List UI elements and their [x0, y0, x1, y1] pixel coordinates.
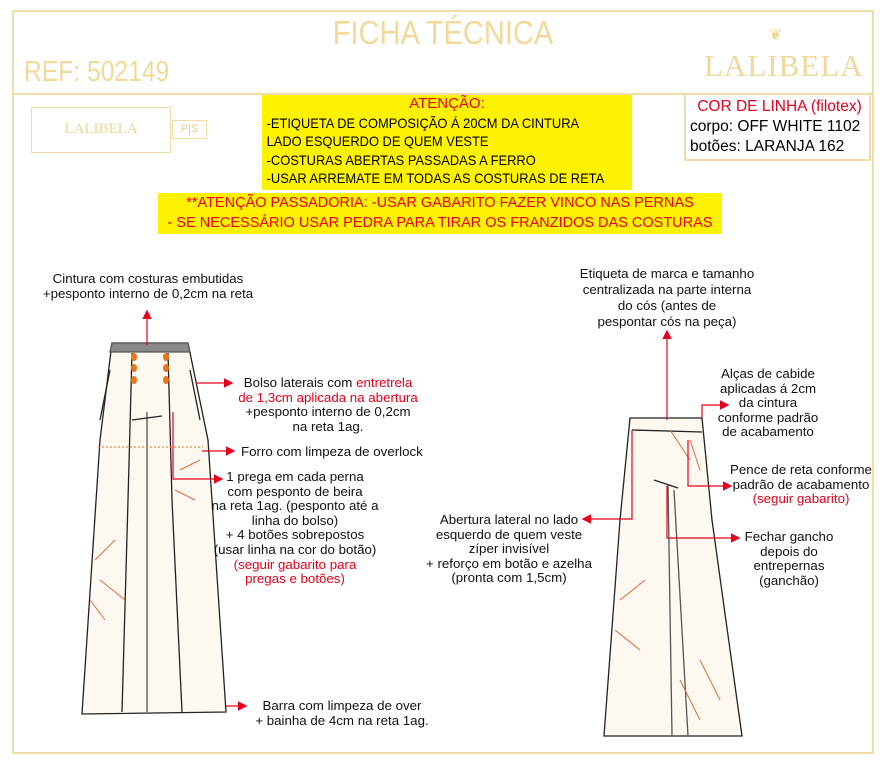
- bee-logo-icon: ❦: [769, 27, 783, 44]
- note-line: + reforço em botão e azelha: [426, 555, 592, 571]
- page-title: FICHA TÉCNICA: [332, 14, 554, 51]
- ironing-box: **ATENÇÃO PASSADORIA: -USAR GABARITO FAZ…: [158, 193, 722, 234]
- header-divider: [12, 93, 874, 95]
- note-side-opening: Abertura lateral no lado esquerdo de que…: [413, 512, 605, 586]
- attention-line: -ETIQUETA DE COMPOSIÇÃO Á 20CM DA CINTUR…: [266, 114, 580, 131]
- note-dart: Pence de reta conforme padrão de acabame…: [728, 462, 874, 507]
- note-crotch: Fechar gancho depois do entrepernas (gan…: [738, 529, 840, 588]
- brand-logo: LALIBELA: [704, 48, 864, 83]
- note-line: Etiqueta de marca e tamanho: [579, 266, 755, 281]
- back-pants-drawing: [603, 417, 743, 737]
- note-waist: Cintura com costuras embutidas +pesponto…: [40, 271, 256, 301]
- size-label: P|S: [172, 120, 207, 139]
- ironing-line: - SE NECESSÁRIO USAR PEDRA PARA TIRAR OS…: [167, 215, 713, 231]
- reference-code: REF: 502149: [24, 56, 170, 88]
- note-line: + bainha de 4cm na reta 1ag.: [255, 712, 429, 728]
- note-line: linha do bolso): [251, 512, 339, 528]
- note-line: zíper invisível: [468, 541, 550, 557]
- attention-line: LADO ESQUERDO DE QUEM VESTE: [266, 133, 489, 149]
- front-pants-drawing: [81, 342, 227, 715]
- thread-body: corpo: OFF WHITE 1102: [690, 118, 861, 135]
- note-line: Abertura lateral no lado: [439, 512, 579, 527]
- note-text: Bolso laterais com: [243, 375, 357, 390]
- note-text-red: entretrela: [356, 375, 413, 390]
- note-line: +pesponto interno de 0,2cm na reta: [42, 285, 254, 301]
- note-line: (usar linha na cor do botão): [213, 541, 377, 557]
- note-line: padrão de acabamento: [732, 476, 870, 492]
- coral-print-icon: [614, 429, 721, 721]
- note-line: Barra com limpeza de over: [262, 698, 422, 713]
- note-line-red: de 1,3cm aplicada na abertura: [238, 389, 418, 405]
- note-hem: Barra com limpeza de over + bainha de 4c…: [246, 698, 438, 728]
- buttons-icon: [131, 353, 169, 384]
- note-line: aplicadas á 2cm: [719, 380, 817, 396]
- frame: [12, 10, 874, 754]
- attention-line: -COSTURAS ABERTAS PASSADAS A FERRO: [266, 151, 536, 168]
- note-lining: Forro com limpeza de overlock: [241, 444, 423, 459]
- note-line: Bolso laterais com entretrela: [228, 375, 428, 391]
- note-line: entrepernas: [753, 558, 825, 574]
- note-line: pespontar cós na peça): [597, 314, 737, 329]
- note-hanger-loops: Alças de cabide aplicadas á 2cm da cintu…: [712, 366, 824, 440]
- thread-color-box: COR DE LINHA (filotex) corpo: OFF WHITE …: [684, 95, 871, 161]
- note-line-red: (seguir gabarito): [752, 491, 850, 507]
- brand-label-text: LALIBELA: [64, 121, 138, 137]
- note-line: com pesponto de beira: [227, 483, 363, 499]
- note-line: Fechar gancho: [744, 529, 834, 544]
- attention-box: ATENÇÃO: -ETIQUETA DE COMPOSIÇÃO Á 20CM …: [262, 95, 632, 190]
- coral-print-icon: [89, 459, 201, 621]
- note-line: (pronta com 1,5cm): [451, 570, 567, 586]
- note-line: esquerdo de quem veste: [435, 526, 583, 542]
- attention-title: ATENÇÃO:: [409, 95, 485, 112]
- note-line: (ganchão): [759, 572, 819, 588]
- note-line: + 4 botões sobrepostos: [225, 527, 365, 543]
- note-line: centralizada na parte interna: [582, 282, 752, 297]
- note-line: conforme padrão: [717, 409, 819, 425]
- note-line: do cós (antes de: [617, 298, 717, 313]
- thread-title: COR DE LINHA (filotex): [697, 98, 862, 115]
- annotation-arrows: [142, 309, 741, 711]
- note-line: na reta 1ag.: [292, 418, 364, 434]
- note-line-red: pregas e botões): [245, 571, 345, 587]
- thread-buttons: botões: LARANJA 162: [690, 138, 845, 155]
- note-line: da cintura: [738, 395, 798, 411]
- note-brand-label: Etiqueta de marca e tamanho centralizada…: [565, 266, 769, 330]
- note-pleat: 1 prega em cada perna com pesponto de be…: [210, 469, 380, 587]
- brand-label: LALIBELA: [31, 107, 171, 153]
- note-line: Cintura com costuras embutidas: [52, 271, 244, 286]
- note-line: +pesponto interno de 0,2cm: [245, 404, 411, 420]
- note-line: 1 prega em cada perna: [226, 469, 364, 484]
- note-line: Alças de cabide: [721, 366, 815, 381]
- attention-line: -USAR ARREMATE EM TODAS AS COSTURAS DE R…: [266, 170, 605, 186]
- note-pocket: Bolso laterais com entretrela de 1,3cm a…: [228, 375, 428, 434]
- note-line: de acabamento: [722, 424, 814, 440]
- note-line: na reta 1ag. (pesponto até a: [211, 498, 379, 514]
- note-line-red: (seguir gabarito para: [233, 556, 357, 572]
- note-line: Pence de reta conforme: [730, 462, 872, 477]
- note-line: depois do: [760, 543, 818, 559]
- ironing-line: **ATENÇÃO PASSADORIA: -USAR GABARITO FAZ…: [186, 195, 694, 211]
